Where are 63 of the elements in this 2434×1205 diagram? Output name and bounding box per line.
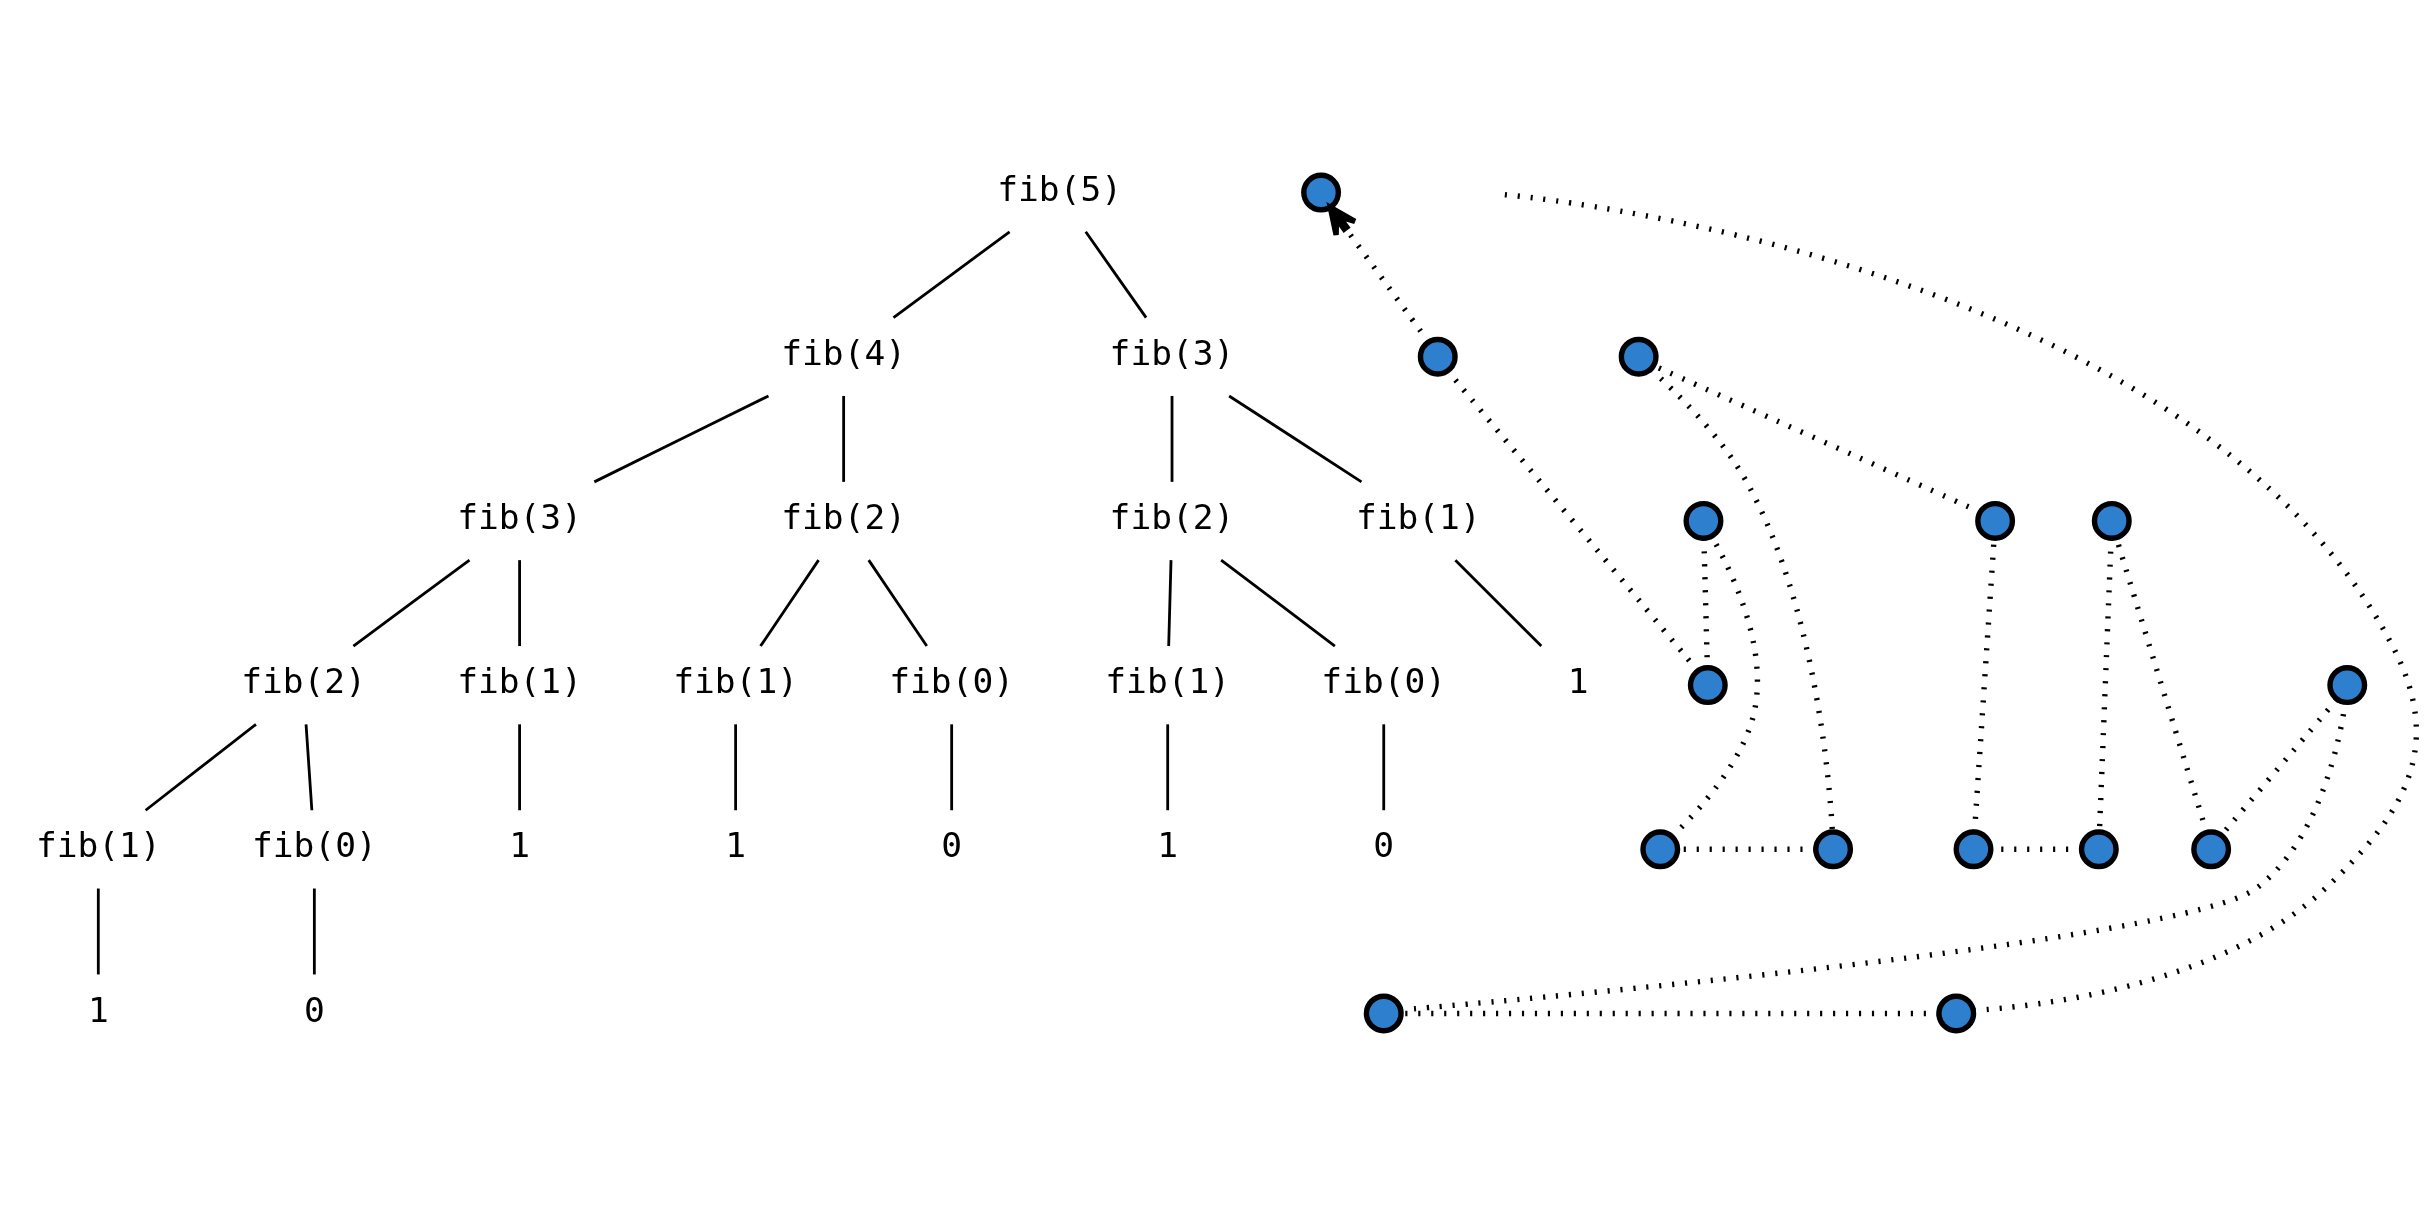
node-circle bbox=[1683, 500, 1724, 541]
node-circle bbox=[1953, 828, 1994, 869]
node-text: fib(1) bbox=[673, 660, 799, 701]
connector bbox=[1167, 559, 1173, 646]
connector bbox=[518, 559, 521, 646]
node-circle bbox=[1640, 828, 1681, 869]
node-text: fib(1) bbox=[1355, 496, 1481, 537]
node-text: fib(1) bbox=[1105, 660, 1231, 701]
connector bbox=[312, 888, 316, 974]
node-text: 0 bbox=[303, 989, 325, 1030]
connector bbox=[1228, 394, 1363, 483]
node-text: fib(5) bbox=[997, 168, 1123, 209]
node-circle bbox=[1813, 828, 1854, 869]
connector bbox=[352, 558, 471, 647]
node-circle bbox=[1936, 993, 1977, 1033]
node-circle bbox=[1618, 336, 1659, 377]
connector bbox=[518, 723, 521, 810]
node-text: fib(2) bbox=[1109, 496, 1235, 537]
connector bbox=[144, 722, 257, 811]
node-text: 1 bbox=[87, 989, 109, 1030]
node-text: 1 bbox=[1157, 824, 1179, 865]
node-circle bbox=[1687, 664, 1728, 705]
connector bbox=[842, 395, 846, 482]
connector bbox=[304, 723, 314, 810]
node-text: 1 bbox=[1567, 660, 1589, 701]
node-text: fib(3) bbox=[457, 496, 582, 537]
node-text: 0 bbox=[1373, 824, 1395, 865]
node-circle bbox=[2078, 828, 2119, 869]
node-text: fib(0) bbox=[251, 824, 377, 865]
connector bbox=[1649, 367, 1836, 832]
connector bbox=[1220, 558, 1336, 647]
node-text: fib(3) bbox=[1109, 332, 1235, 373]
connector bbox=[1504, 191, 2419, 1013]
arrow bbox=[1327, 204, 1431, 343]
node-text: fib(2) bbox=[241, 660, 366, 701]
connector bbox=[867, 558, 928, 647]
node-text: fib(0) bbox=[889, 660, 1015, 701]
connector bbox=[1382, 723, 1386, 810]
node-circle bbox=[2191, 828, 2232, 869]
connector bbox=[593, 394, 770, 483]
node-text: 1 bbox=[509, 824, 530, 865]
node-text: fib(0) bbox=[1321, 660, 1447, 701]
connector bbox=[96, 888, 100, 974]
connector bbox=[759, 558, 820, 647]
node-circle bbox=[1363, 993, 1404, 1033]
node-circle bbox=[1301, 172, 1342, 212]
node-text: fib(1) bbox=[457, 660, 582, 701]
connector bbox=[1166, 723, 1170, 810]
node-circle bbox=[2091, 500, 2132, 541]
connector bbox=[1454, 558, 1543, 647]
node-text: fib(4) bbox=[781, 332, 907, 373]
connector bbox=[1170, 395, 1174, 482]
node-text: fib(1) bbox=[35, 824, 161, 865]
node-text: 1 bbox=[725, 824, 747, 865]
connector bbox=[950, 723, 954, 810]
connector bbox=[1084, 230, 1148, 318]
node-text: fib(2) bbox=[781, 496, 907, 537]
connector bbox=[892, 230, 1011, 319]
node-circle bbox=[1975, 500, 2016, 541]
node-text: 0 bbox=[941, 824, 963, 865]
node-circle bbox=[2327, 664, 2368, 705]
connector bbox=[734, 723, 738, 810]
node-circle bbox=[1417, 336, 1458, 377]
